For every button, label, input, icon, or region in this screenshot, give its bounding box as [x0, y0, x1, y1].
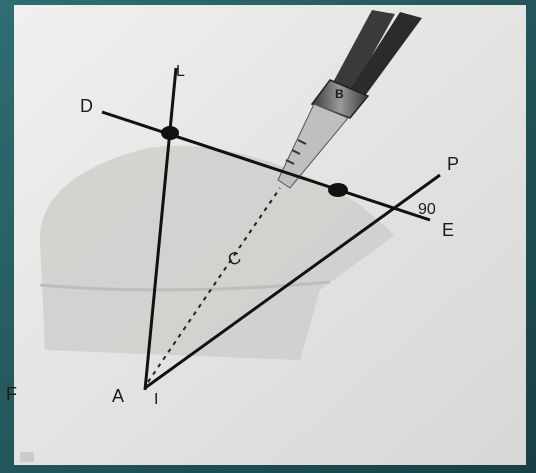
- label-d: D: [80, 96, 93, 116]
- label-p: P: [447, 154, 459, 174]
- intersection-dot-upper: [161, 126, 179, 140]
- tooth-shape: [40, 145, 395, 360]
- label-angle: 90: [418, 201, 436, 218]
- watermark-logo: [20, 452, 34, 462]
- line-c-dotted: [147, 187, 281, 383]
- label-e: E: [442, 220, 454, 240]
- intersection-dot-lower: [328, 183, 348, 197]
- label-l: L: [176, 63, 185, 80]
- label-a: A: [112, 386, 124, 406]
- label-f: F: [6, 384, 17, 404]
- line-l: [143, 67, 178, 391]
- line-de: [101, 110, 431, 222]
- label-b: B: [335, 87, 344, 101]
- probe-instrument: [277, 10, 422, 189]
- label-c: C: [225, 248, 243, 270]
- label-i: I: [154, 391, 158, 408]
- line-ap: [144, 173, 441, 390]
